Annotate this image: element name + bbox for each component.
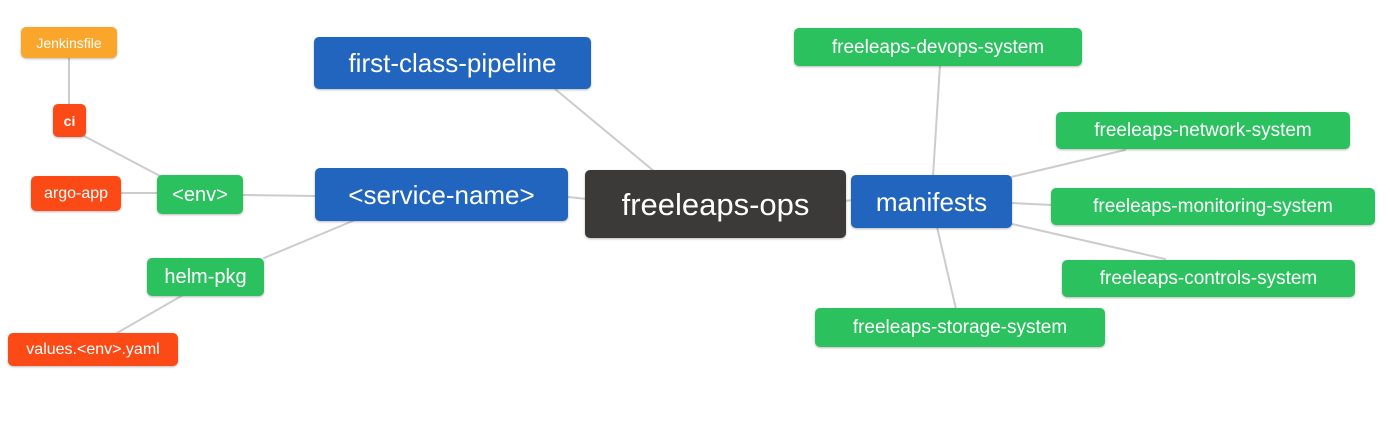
edge-servicename-ops bbox=[567, 196, 588, 200]
node-freeleaps-ops[interactable]: freeleaps-ops bbox=[585, 170, 846, 238]
edge-pipeline-ops bbox=[554, 88, 656, 173]
node-argo-app[interactable]: argo-app bbox=[31, 176, 121, 211]
node-monitoring-system[interactable]: freeleaps-monitoring-system bbox=[1051, 188, 1375, 225]
node-network-system[interactable]: freeleaps-network-system bbox=[1056, 112, 1350, 149]
node-manifests[interactable]: manifests bbox=[851, 175, 1012, 228]
node-controls-system[interactable]: freeleaps-controls-system bbox=[1062, 260, 1355, 297]
node-first-class-pipeline[interactable]: first-class-pipeline bbox=[314, 37, 591, 89]
node-helm-pkg[interactable]: helm-pkg bbox=[147, 258, 264, 296]
edge-helmpkg-servicename bbox=[263, 219, 356, 259]
edge-manifests-devops bbox=[932, 64, 941, 177]
node-service-name[interactable]: <service-name> bbox=[315, 168, 568, 221]
edge-manifests-controls bbox=[1011, 223, 1166, 260]
edge-manifests-storage bbox=[936, 226, 957, 310]
edge-ci-env bbox=[83, 135, 161, 177]
node-env[interactable]: <env> bbox=[157, 175, 243, 214]
edge-values-helmpkg bbox=[116, 294, 184, 334]
node-devops-system[interactable]: freeleaps-devops-system bbox=[794, 28, 1082, 66]
node-values-env-yaml[interactable]: values.<env>.yaml bbox=[8, 333, 178, 366]
node-jenkinsfile[interactable]: Jenkinsfile bbox=[21, 27, 117, 58]
edge-env-servicename bbox=[242, 194, 316, 197]
node-ci[interactable]: ci bbox=[53, 104, 86, 137]
edge-manifests-network bbox=[1010, 149, 1126, 178]
edge-manifests-monitoring bbox=[1010, 202, 1053, 206]
node-storage-system[interactable]: freeleaps-storage-system bbox=[815, 308, 1105, 347]
